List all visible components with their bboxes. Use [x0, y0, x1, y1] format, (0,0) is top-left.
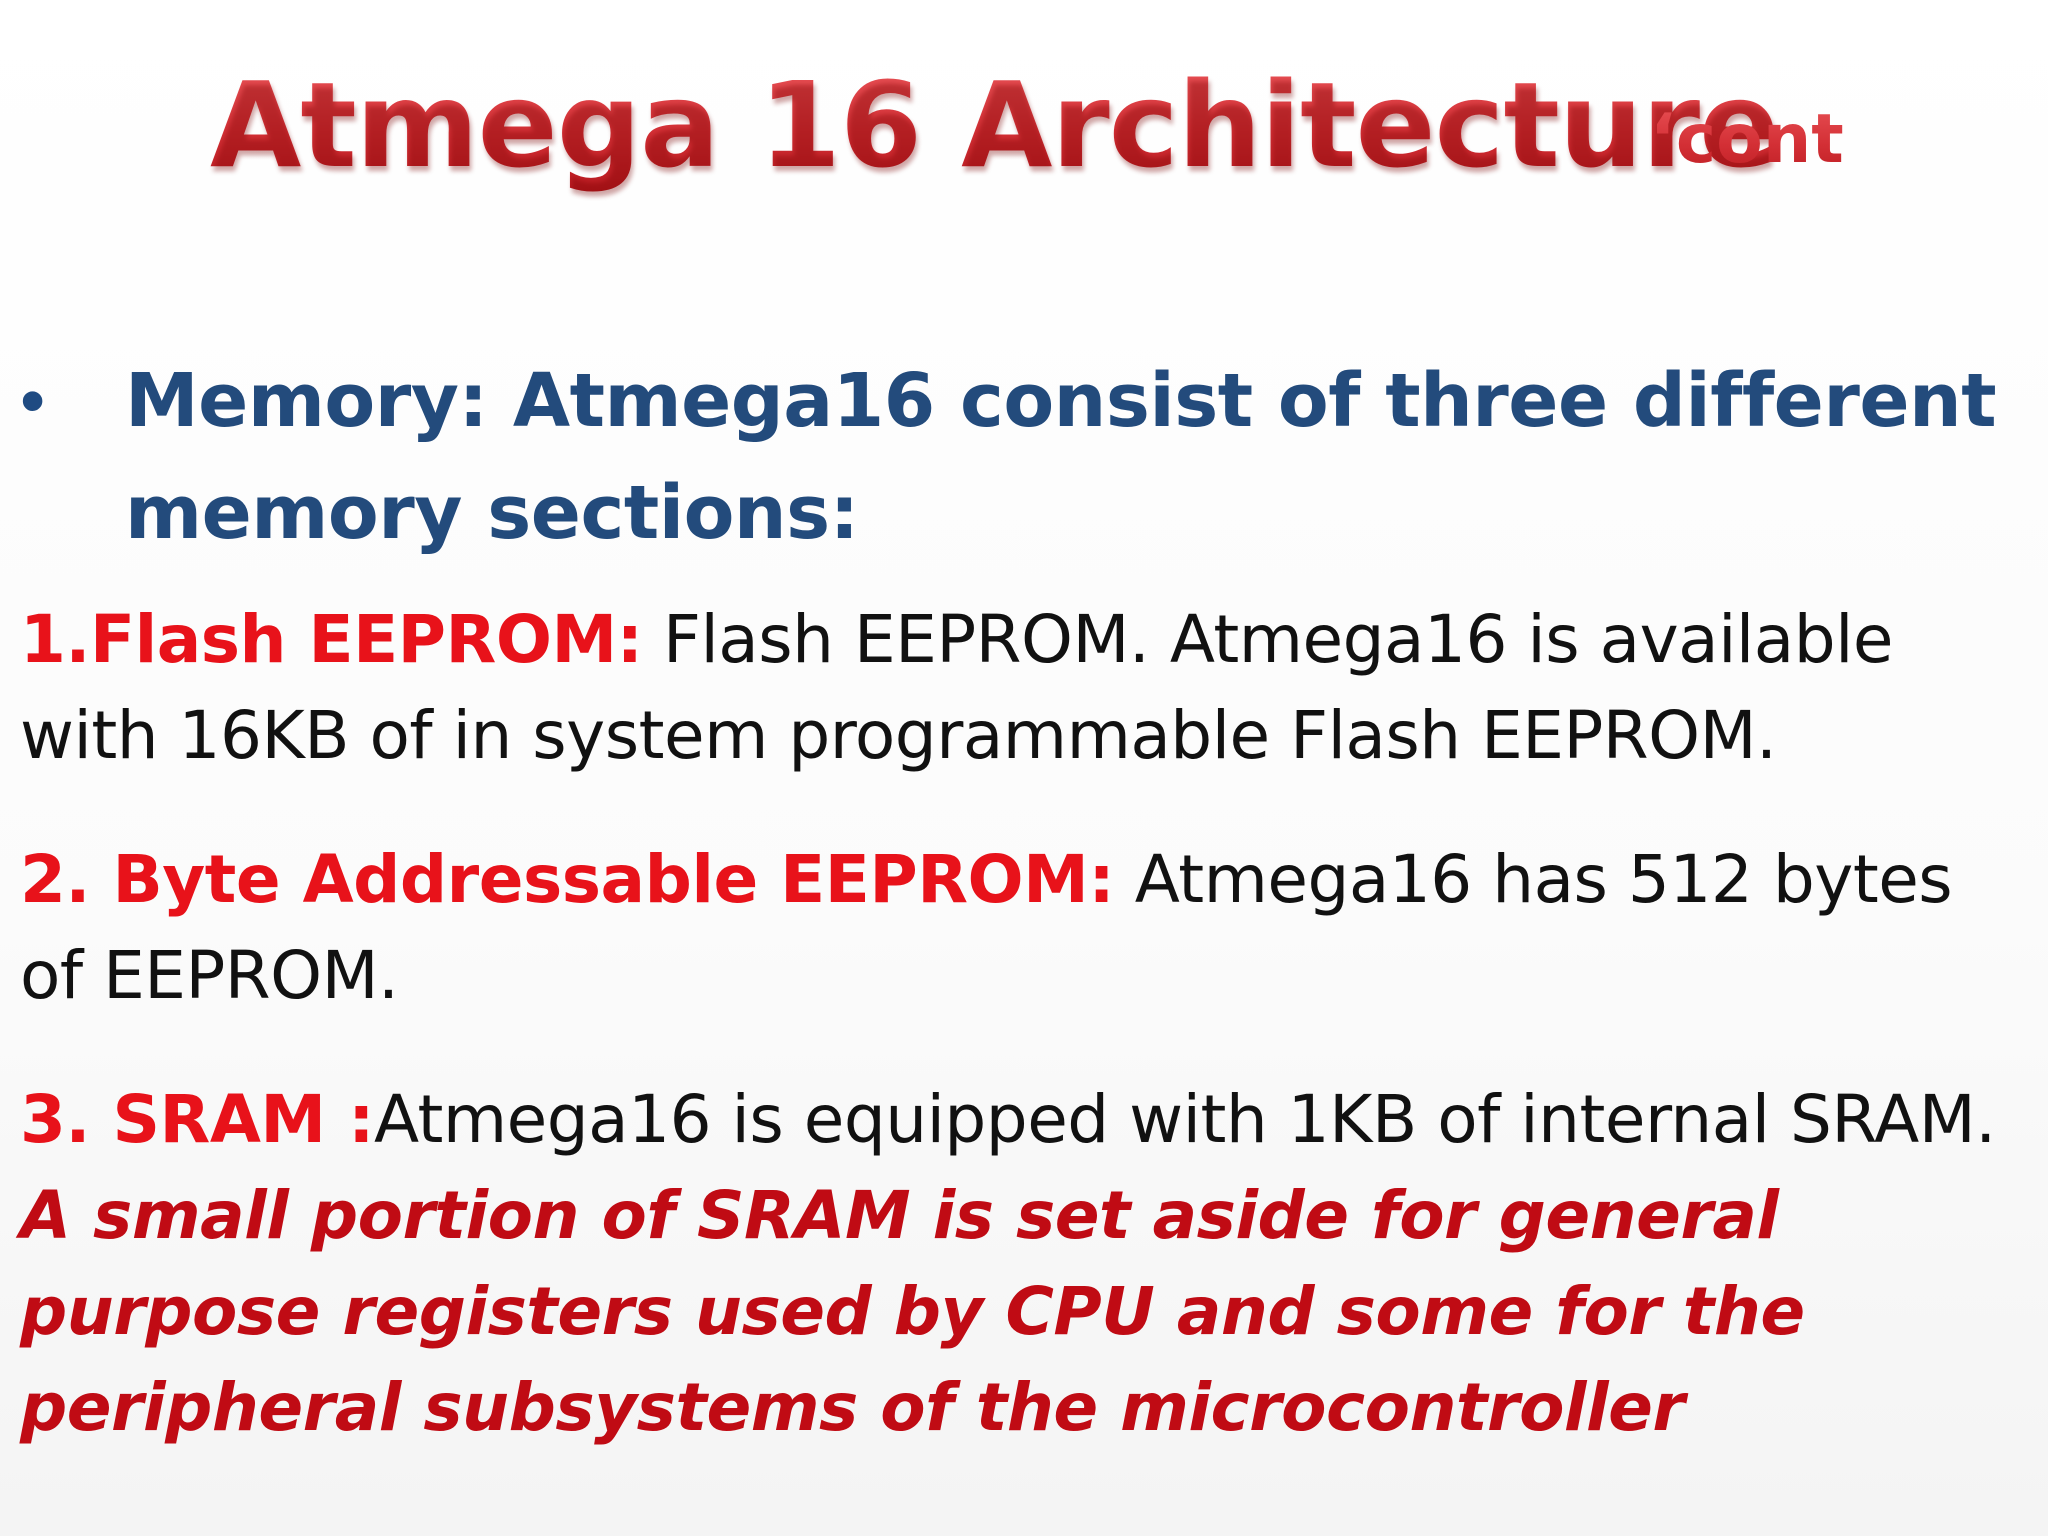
slide-title: Atmega 16 Architecture ‘cont [0, 50, 2048, 200]
item-label: 1.Flash EEPROM: [20, 601, 643, 678]
item-label: 2. Byte Addressable EEPROM: [20, 841, 1115, 918]
item-text: Atmega16 is equipped with 1KB of interna… [373, 1081, 1996, 1158]
sram-note: A small portion of SRAM is set aside for… [20, 1177, 1805, 1446]
memory-item-sram: 3. SRAM :Atmega16 is equipped with 1KB o… [20, 1072, 2010, 1456]
item-label: 3. SRAM : [20, 1081, 374, 1158]
item-text: Flash EEPROM. Atmega16 is available with… [20, 601, 1894, 774]
bullet-text: Memory: Atmega16 consist of three differ… [125, 358, 1997, 556]
title-suffix: ‘cont [1650, 90, 1844, 190]
title-main: Atmega 16 Architecture [210, 50, 1779, 200]
memory-item-flash: 1.Flash EEPROM: Flash EEPROM. Atmega16 i… [20, 592, 2010, 784]
memory-item-eeprom: 2. Byte Addressable EEPROM: Atmega16 has… [20, 832, 2010, 1024]
bullet-icon: • [20, 361, 46, 441]
item-text: Atmega16 has 512 bytes of EEPROM. [20, 841, 1953, 1014]
